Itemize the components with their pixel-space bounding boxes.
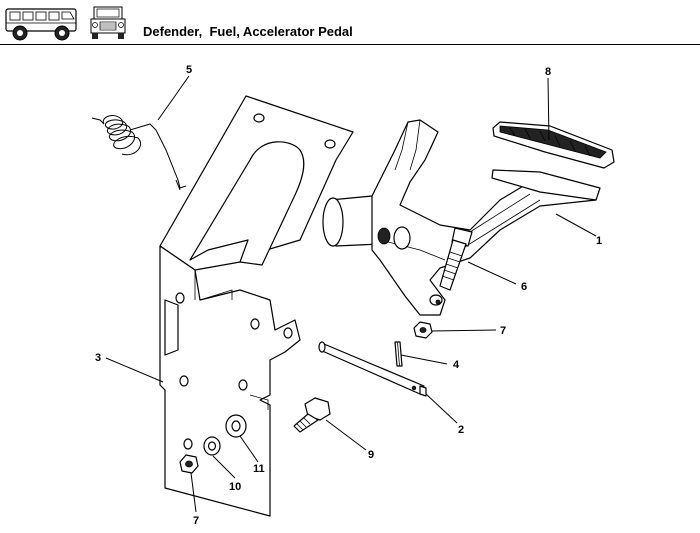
callout-11: 11 bbox=[253, 463, 265, 475]
callout-7-lower: 7 bbox=[193, 515, 199, 527]
pivot-pin-part[interactable] bbox=[318, 341, 427, 397]
pedal-arm-part[interactable] bbox=[322, 119, 601, 316]
callout-3: 3 bbox=[95, 352, 101, 364]
header-divider bbox=[0, 44, 700, 45]
plain-washer-part[interactable] bbox=[225, 414, 247, 438]
callout-9: 9 bbox=[368, 449, 374, 461]
bolt-part[interactable] bbox=[293, 397, 331, 433]
callout-4: 4 bbox=[453, 359, 460, 371]
header: Defender, Fuel, Accelerator Pedal bbox=[0, 0, 700, 46]
callout-7-upper: 7 bbox=[500, 325, 506, 337]
vehicle-front-view-icon[interactable] bbox=[88, 3, 128, 43]
stop-bolt-part[interactable] bbox=[439, 227, 473, 291]
split-pin-part[interactable] bbox=[394, 341, 403, 367]
pedal-pad-part[interactable] bbox=[492, 121, 615, 169]
page-title: Defender, Fuel, Accelerator Pedal bbox=[143, 24, 353, 39]
leader-lines bbox=[105, 75, 597, 513]
callout-5: 5 bbox=[186, 64, 192, 76]
vehicle-side-view-icon[interactable] bbox=[4, 3, 80, 43]
nut-lower-part[interactable] bbox=[179, 454, 199, 474]
callout-labels: 1 2 3 4 5 6 7 8 9 10 11 7 bbox=[95, 64, 602, 527]
callout-6: 6 bbox=[521, 281, 527, 293]
return-spring-part[interactable] bbox=[91, 115, 187, 191]
callout-1: 1 bbox=[596, 235, 602, 247]
callout-2: 2 bbox=[458, 424, 464, 436]
nut-upper-part[interactable] bbox=[413, 321, 433, 339]
spring-washer-part[interactable] bbox=[203, 436, 221, 456]
mounting-bracket-part[interactable] bbox=[159, 95, 354, 517]
callout-8: 8 bbox=[545, 66, 551, 78]
callout-10: 10 bbox=[229, 481, 241, 493]
